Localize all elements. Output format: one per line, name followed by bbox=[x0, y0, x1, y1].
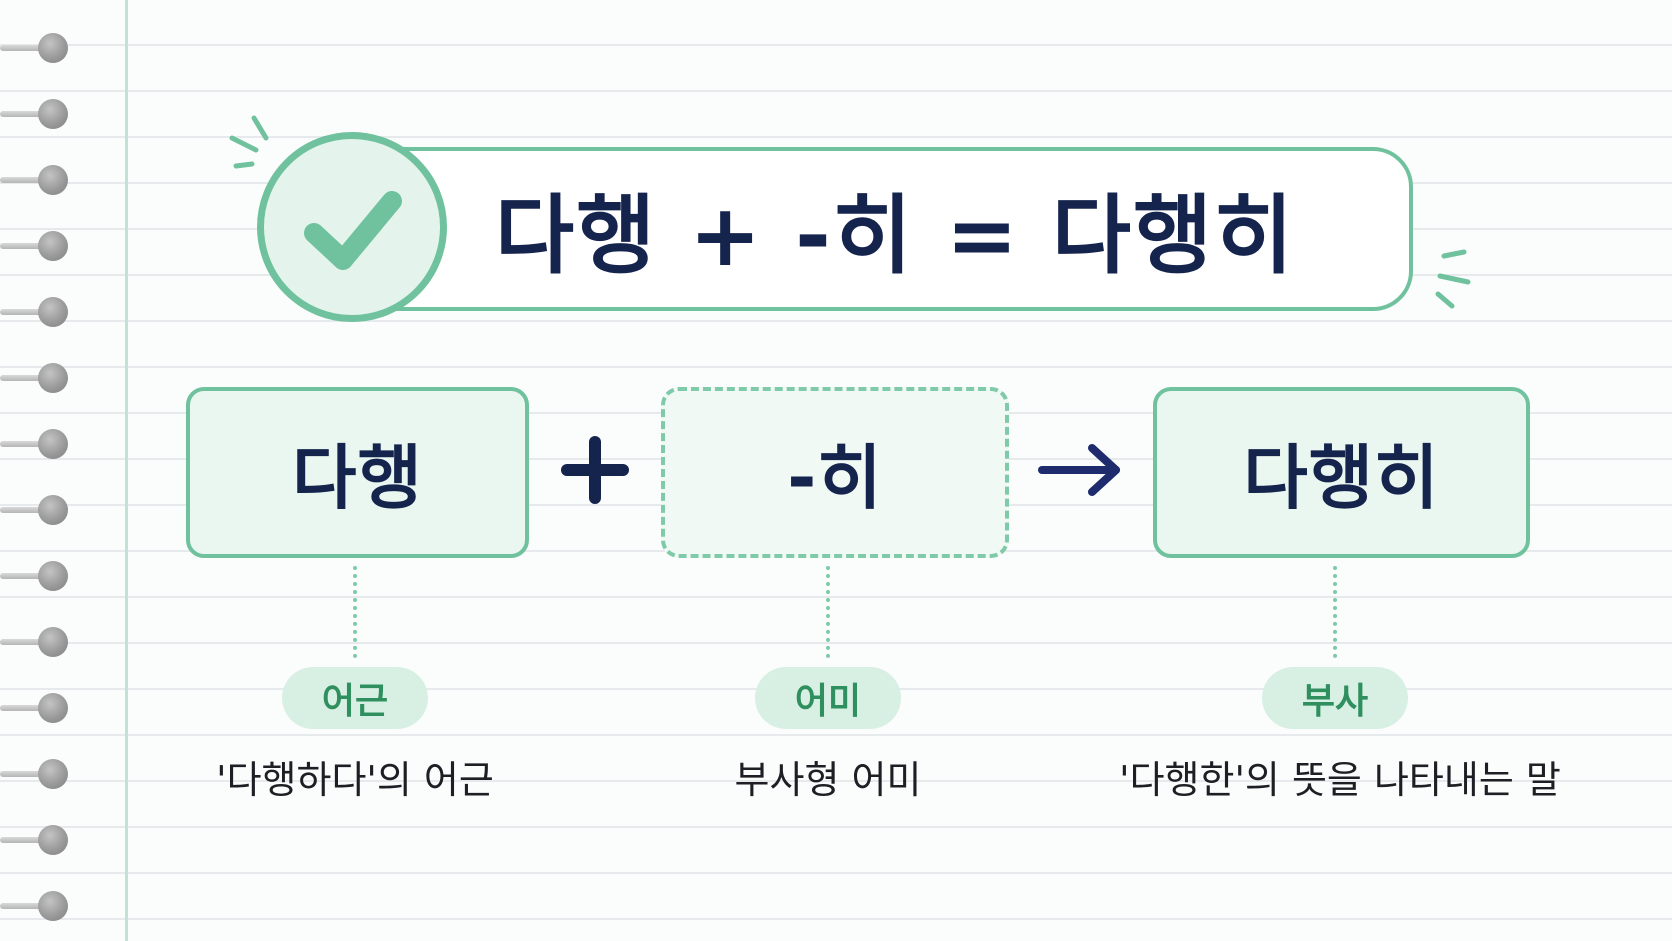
role-badge-adverb: 부사 bbox=[1262, 667, 1408, 729]
binding-ring bbox=[0, 360, 70, 396]
root-text: 다행 bbox=[292, 437, 423, 519]
role-badge-root: 어근 bbox=[282, 667, 428, 729]
binding-ring bbox=[0, 690, 70, 726]
binding-ring bbox=[0, 162, 70, 198]
checkmark-badge bbox=[257, 132, 447, 322]
root-box: 다행 bbox=[186, 387, 529, 558]
root-description: '다행하다'의 어근 bbox=[216, 758, 494, 802]
role-badge-ending: 어미 bbox=[755, 667, 901, 729]
plus-operator bbox=[560, 430, 630, 510]
suffix-text: -히 bbox=[787, 437, 883, 519]
binding-ring bbox=[0, 30, 70, 66]
adverb-description: '다행한'의 뜻을 나타내는 말 bbox=[1119, 758, 1561, 802]
result-text: 다행히 bbox=[1243, 437, 1440, 519]
connector-line bbox=[1333, 566, 1337, 658]
notebook-margin-line bbox=[125, 0, 128, 941]
title-equation: 다행 + -히 = 다행히 bbox=[495, 186, 1296, 286]
binding-ring bbox=[0, 492, 70, 528]
binding-ring bbox=[0, 426, 70, 462]
binding-ring bbox=[0, 624, 70, 660]
plus-icon bbox=[561, 436, 629, 504]
arrow-operator bbox=[1036, 440, 1126, 500]
binding-ring bbox=[0, 756, 70, 792]
checkmark-icon bbox=[304, 191, 402, 270]
connector-line bbox=[826, 566, 830, 658]
binding-ring bbox=[0, 558, 70, 594]
binding-ring bbox=[0, 822, 70, 858]
arrow-right-icon bbox=[1038, 444, 1120, 496]
connector-line bbox=[353, 566, 357, 658]
binding-ring bbox=[0, 96, 70, 132]
suffix-box: -히 bbox=[661, 387, 1009, 558]
ending-description: 부사형 어미 bbox=[734, 758, 922, 802]
binding-ring bbox=[0, 888, 70, 924]
result-box: 다행히 bbox=[1153, 387, 1530, 558]
binding-ring bbox=[0, 228, 70, 264]
spiral-binding bbox=[0, 0, 80, 941]
binding-ring bbox=[0, 294, 70, 330]
